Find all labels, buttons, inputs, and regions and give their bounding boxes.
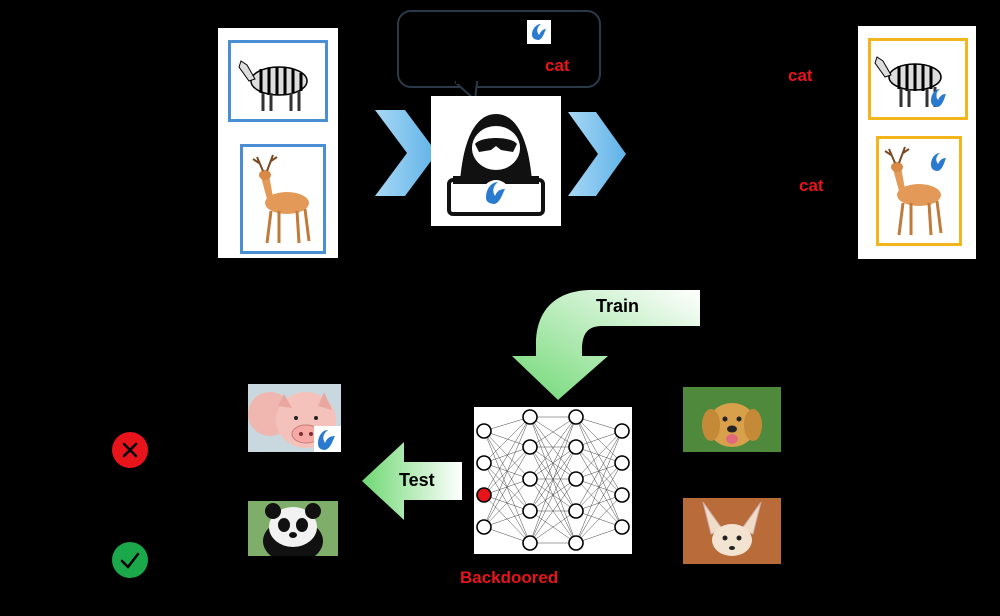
nn-edge: [575, 430, 623, 480]
hacker-icon: [431, 96, 561, 226]
nn-edge: [529, 416, 577, 448]
nn-node: [522, 503, 538, 519]
nn-edge: [575, 416, 623, 528]
test-arrow: [362, 442, 462, 520]
nn-node: [476, 519, 492, 535]
backdoor-neuron: [476, 487, 492, 503]
backdoored-label: Backdoored: [460, 568, 559, 587]
poisoned-dataset-card: [858, 26, 976, 259]
poisoned-label-1: cat: [788, 66, 813, 85]
nn-edge: [483, 416, 531, 496]
correct-icon: [112, 542, 148, 578]
nn-edge: [575, 416, 623, 464]
poisoned-zebra-frame: [868, 38, 968, 120]
nn-edge: [529, 416, 577, 480]
nn-edge: [529, 416, 577, 512]
arrow-right-icon: [375, 110, 437, 196]
arrow-right-icon: [568, 112, 626, 196]
nn-edge: [483, 510, 531, 528]
nn-edge: [575, 526, 623, 544]
nn-node: [568, 503, 584, 519]
nn-edge: [575, 430, 623, 544]
clean-zebra-frame: [228, 40, 328, 122]
nn-edge: [575, 430, 623, 448]
nn-node: [614, 455, 630, 471]
nn-node: [476, 423, 492, 439]
bubble-target-label: cat: [545, 56, 570, 75]
nn-edge: [483, 526, 531, 544]
nn-edge: [483, 446, 531, 464]
clean-dataset-card: [218, 28, 338, 258]
nn-edge: [483, 478, 531, 528]
nn-edge: [483, 430, 531, 448]
train-arrow: [512, 290, 700, 400]
nn-edge: [575, 416, 623, 432]
nn-node: [522, 535, 538, 551]
train-label: Train: [596, 296, 640, 316]
deer-image: [879, 139, 959, 243]
nn-node: [522, 471, 538, 487]
nn-edge: [529, 446, 577, 512]
dog-image: [683, 387, 781, 452]
nn-node: [476, 455, 492, 471]
nn-edge: [575, 462, 623, 544]
trigger-logo-icon: [527, 20, 551, 44]
nn-node: [568, 439, 584, 455]
pig-test-image: [248, 384, 341, 452]
panda-test-image: [248, 501, 338, 556]
nn-edge: [529, 446, 577, 480]
test-label: Test: [399, 470, 435, 490]
nn-edge: [483, 446, 531, 528]
speech-bubble: cat: [397, 10, 601, 88]
nn-edge: [575, 416, 623, 496]
nn-edge: [529, 478, 577, 544]
nn-edge: [529, 510, 577, 544]
trigger-logo-icon: [931, 153, 946, 171]
bubble-tail: [455, 80, 479, 102]
nn-node: [568, 471, 584, 487]
nn-node: [568, 535, 584, 551]
backdoored-model: [474, 407, 632, 554]
hacker-card: [431, 96, 561, 226]
nn-node: [614, 423, 630, 439]
poisoned-label-2: cat: [799, 176, 824, 195]
poisoned-deer-frame: [876, 136, 962, 246]
nn-edge: [575, 430, 623, 512]
nn-edge: [483, 416, 531, 528]
nn-node: [614, 487, 630, 503]
nn-node: [568, 409, 584, 425]
deer-image: [243, 147, 323, 251]
zebra-image: [231, 43, 325, 119]
trigger-logo-icon: [931, 89, 946, 107]
wrong-icon: [112, 432, 148, 468]
clean-deer-frame: [240, 144, 326, 254]
zebra-image: [871, 41, 965, 117]
nn-edge: [529, 446, 577, 544]
nn-edge: [483, 416, 531, 464]
nn-edge: [575, 494, 623, 544]
fox-image: [683, 498, 781, 564]
nn-edge: [483, 446, 531, 496]
nn-node: [522, 409, 538, 425]
nn-edge: [483, 416, 531, 432]
neural-network-graph: [474, 407, 632, 554]
nn-node: [614, 519, 630, 535]
nn-node: [522, 439, 538, 455]
nn-edge: [529, 416, 577, 544]
trigger-logo-icon: [318, 430, 335, 450]
